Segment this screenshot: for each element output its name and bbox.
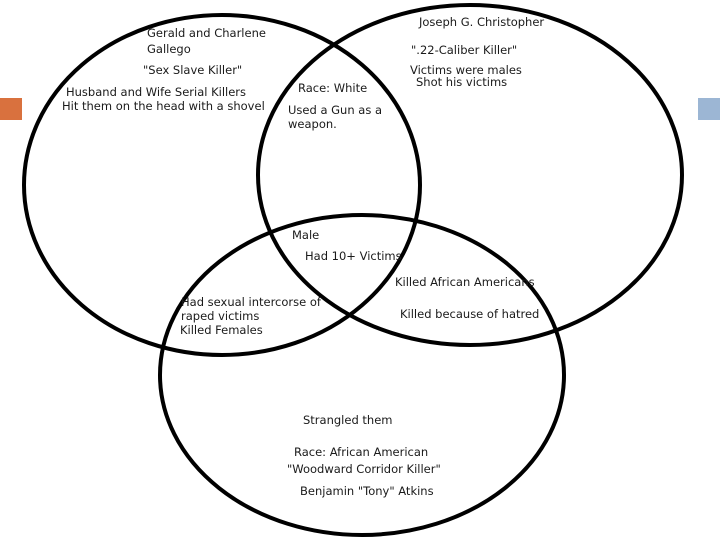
venn-circle-right (256, 3, 684, 347)
right-nickname: ".22-Caliber Killer" (411, 43, 518, 57)
slide-marker-right (698, 98, 720, 120)
bottom-fact-2: Race: African American (294, 445, 429, 459)
left-name-line2: Gallego (147, 42, 191, 56)
overlap-lb-line3: Killed Females (180, 323, 263, 337)
overlap-rb-line1: Killed African Americans (395, 275, 535, 289)
left-fact-1: Husband and Wife Serial Killers (66, 85, 247, 99)
venn-circle-left (22, 13, 422, 357)
right-fact-1: Victims were males (410, 63, 522, 77)
left-name-line1: Gerald and Charlene (147, 26, 266, 40)
overlap-lr-line3: weapon. (288, 117, 337, 131)
overlap-rb-line2: Killed because of hatred (400, 307, 540, 321)
left-nickname: "Sex Slave Killer" (143, 63, 243, 77)
bottom-name: Benjamin "Tony" Atkins (300, 484, 434, 498)
right-fact-2: Shot his victims (416, 75, 508, 89)
bottom-fact-1: Strangled them (303, 413, 393, 427)
overlap-lb-line1: Had sexual intercorse of (181, 295, 321, 309)
overlap-lr-line1: Race: White (298, 81, 368, 95)
left-fact-2: Hit them on the head with a shovel (62, 99, 265, 113)
right-name: Joseph G. Christopher (419, 15, 545, 29)
venn-circle-bottom (158, 213, 566, 537)
overlap-all-line2: Had 10+ Victims (305, 249, 402, 263)
bottom-nickname: "Woodward Corridor Killer" (287, 462, 441, 476)
slide-marker-left (0, 98, 22, 120)
overlap-all-line1: Male (292, 228, 320, 242)
overlap-lb-line2: raped victims (181, 309, 260, 323)
overlap-lr-line2: Used a Gun as a (288, 103, 383, 117)
